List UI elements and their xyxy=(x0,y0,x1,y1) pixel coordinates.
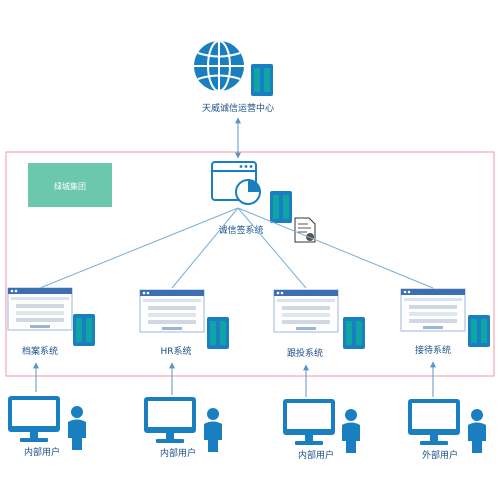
signing-to-systems-links xyxy=(39,207,434,289)
user-label-1: 内部用户 xyxy=(24,446,60,458)
system-server-icon-2 xyxy=(207,317,229,349)
monitor-icon-4 xyxy=(408,399,460,445)
system-server-icon-4 xyxy=(468,315,490,347)
hub-label: 天威诚信运营中心 xyxy=(202,102,274,114)
system-label-4: 接待系统 xyxy=(415,344,451,356)
user-label-2: 内部用户 xyxy=(160,447,196,459)
signing-server-icon xyxy=(270,191,292,223)
monitor-icon-1 xyxy=(8,396,60,442)
globe-icon xyxy=(194,40,244,92)
system-window-icon-1 xyxy=(7,287,73,331)
person-icon-1 xyxy=(68,406,86,450)
person-icon-4 xyxy=(468,409,486,453)
system-label-2: HR系统 xyxy=(160,345,191,357)
person-icon-3 xyxy=(342,409,360,453)
system-label-3: 跟投系统 xyxy=(287,347,323,359)
person-icon-2 xyxy=(204,408,222,452)
monitor-icon-2 xyxy=(144,397,196,443)
user-label-4: 外部用户 xyxy=(422,449,458,461)
system-window-icon-2 xyxy=(139,289,205,333)
signing-system-icon xyxy=(211,161,261,205)
monitor-icon-3 xyxy=(283,399,335,445)
certificate-icon xyxy=(294,217,316,243)
system-server-icon-1 xyxy=(73,314,95,346)
enterprise-boundary xyxy=(5,151,495,377)
system-label-1: 档案系统 xyxy=(22,345,58,357)
signing-label: 诚信签系统 xyxy=(218,224,263,236)
user-to-system-links xyxy=(33,361,436,397)
group-box xyxy=(28,163,112,207)
system-server-icon-3 xyxy=(343,317,365,349)
user-label-3: 内部用户 xyxy=(298,449,334,461)
hub-server-icon xyxy=(251,64,273,96)
system-window-icon-4 xyxy=(400,288,466,332)
group-label: 绿城集团 xyxy=(54,181,86,191)
system-window-icon-3 xyxy=(273,289,339,333)
